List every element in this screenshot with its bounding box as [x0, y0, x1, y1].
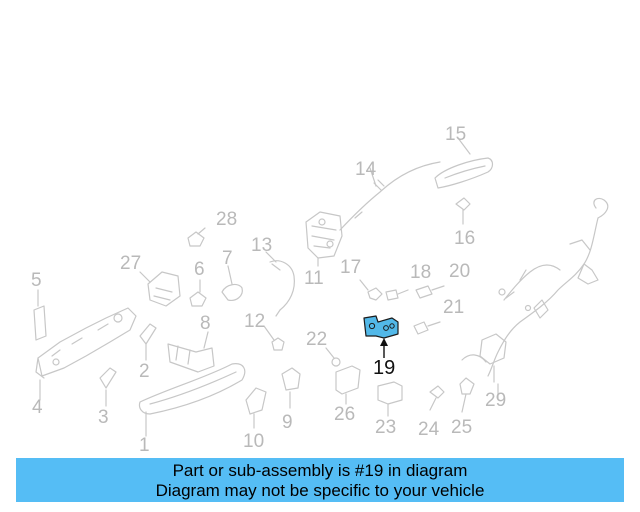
part-4-handle-carrier: [35, 307, 137, 401]
part-10-cap: [245, 387, 267, 429]
banner-line-part: Part or sub-assembly is #19 in diagram: [172, 461, 468, 480]
callout-5: 5: [31, 270, 42, 291]
part-13-rod: [265, 251, 295, 317]
callout-28: 28: [216, 209, 238, 230]
part-7-grommet: [221, 265, 243, 301]
callout-27: 27: [120, 253, 142, 274]
callout-24: 24: [418, 419, 440, 440]
part-8-lock-cylinder: [167, 331, 215, 373]
callout-4: 4: [32, 397, 43, 418]
part-18-bolt: [385, 289, 409, 301]
callout-25: 25: [451, 417, 473, 438]
part-19-highlighted: [363, 315, 399, 358]
part-12-clip: [263, 325, 285, 351]
callout-23: 23: [375, 417, 397, 438]
part-22-washer: [325, 347, 341, 367]
callout-2: 2: [139, 361, 150, 382]
callout-8: 8: [200, 313, 211, 334]
callout-12: 12: [244, 311, 266, 332]
callout-21: 21: [443, 297, 465, 318]
part-28-bolt: [187, 227, 206, 247]
callout-17: 17: [340, 257, 362, 278]
part-17-bolt: [359, 279, 383, 301]
part-16-bolt: [455, 197, 471, 225]
banner-line-disclaimer: Diagram may not be specific to your vehi…: [155, 481, 485, 500]
part-15-outer-handle: [434, 137, 494, 189]
part-9-cap: [281, 367, 301, 409]
callout-20: 20: [449, 261, 471, 282]
callout-26: 26: [334, 404, 356, 425]
callout-29: 29: [485, 390, 507, 411]
part-26-cap: [335, 365, 361, 405]
part-20-screw: [415, 285, 445, 299]
part-5-support: [33, 289, 47, 341]
callout-13: 13: [251, 235, 273, 256]
part-2-seal: [139, 323, 157, 361]
callout-15: 15: [445, 124, 467, 145]
callout-14: 14: [355, 159, 377, 180]
callout-22: 22: [306, 329, 328, 350]
part-24-bolt: [429, 385, 445, 411]
callout-3: 3: [98, 407, 109, 428]
callout-9: 9: [282, 412, 293, 433]
part-23-bracket: [377, 381, 403, 417]
info-banner: Part or sub-assembly is #19 in diagram D…: [16, 458, 624, 502]
callout-16: 16: [454, 228, 476, 249]
callout-7: 7: [222, 248, 233, 269]
callout-19-highlighted: 19: [373, 357, 396, 379]
callout-11: 11: [304, 268, 324, 289]
part-3-pad: [99, 367, 117, 407]
part-29-wiring-harness: [461, 197, 609, 399]
part-1-outside-handle: [138, 363, 246, 437]
part-11-lock-actuator: [305, 211, 343, 267]
part-27-bracket: [139, 271, 181, 307]
part-21-screw: [413, 321, 441, 335]
callout-18: 18: [410, 262, 432, 283]
part-25-clip: [459, 377, 475, 413]
part-14-cable: [339, 161, 441, 231]
callout-6: 6: [194, 259, 205, 280]
callout-10: 10: [243, 431, 265, 452]
callout-1: 1: [139, 435, 150, 456]
part-6-bolt: [189, 279, 207, 307]
